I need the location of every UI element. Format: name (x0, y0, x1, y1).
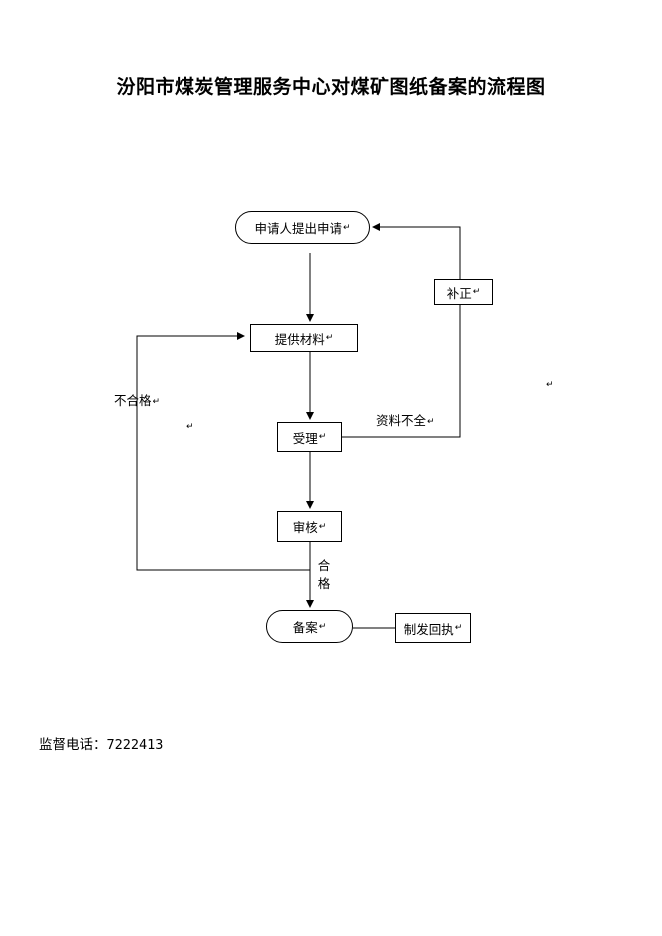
label-qualified-char-2: 格 (317, 576, 331, 591)
node-apply: 申请人提出申请↵ (235, 211, 370, 244)
supervision-phone-label: 监督电话： (39, 737, 107, 753)
node-receipt: 制发回执↵ (395, 613, 471, 643)
page-title: 汾阳市煤炭管理服务中心对煤矿图纸备案的流程图 (116, 76, 546, 98)
supervision-phone: 监督电话：7222413 (39, 733, 163, 753)
node-accept: 受理↵ (277, 422, 342, 452)
node-accept-label: 受理 (292, 430, 318, 446)
supervision-phone-number: 7222413 (106, 737, 164, 753)
node-file: 备案↵ (266, 610, 353, 643)
node-review: 审核↵ (277, 511, 342, 542)
return-mark-2: ↵ (186, 422, 194, 432)
return-mark-1: ↵ (546, 380, 554, 390)
node-supplement: 补正↵ (434, 279, 493, 305)
node-receipt-label: 制发回执 (403, 621, 454, 637)
label-unqualified: 不合格↵ (114, 393, 161, 408)
node-supplement-label: 补正 (446, 285, 472, 301)
label-qualified: 合 格 (317, 557, 331, 593)
label-qualified-char-1: 合 (317, 558, 331, 573)
arrow-unqualified-loop (136, 332, 310, 571)
node-apply-label: 申请人提出申请 (254, 221, 342, 236)
label-incomplete: 资料不全↵ (376, 413, 435, 428)
arrow-incomplete-loop (342, 223, 461, 438)
node-provide-label: 提供材料 (274, 331, 325, 347)
node-review-label: 审核 (292, 520, 318, 535)
node-file-label: 备案 (292, 620, 318, 635)
node-provide: 提供材料↵ (250, 324, 358, 352)
